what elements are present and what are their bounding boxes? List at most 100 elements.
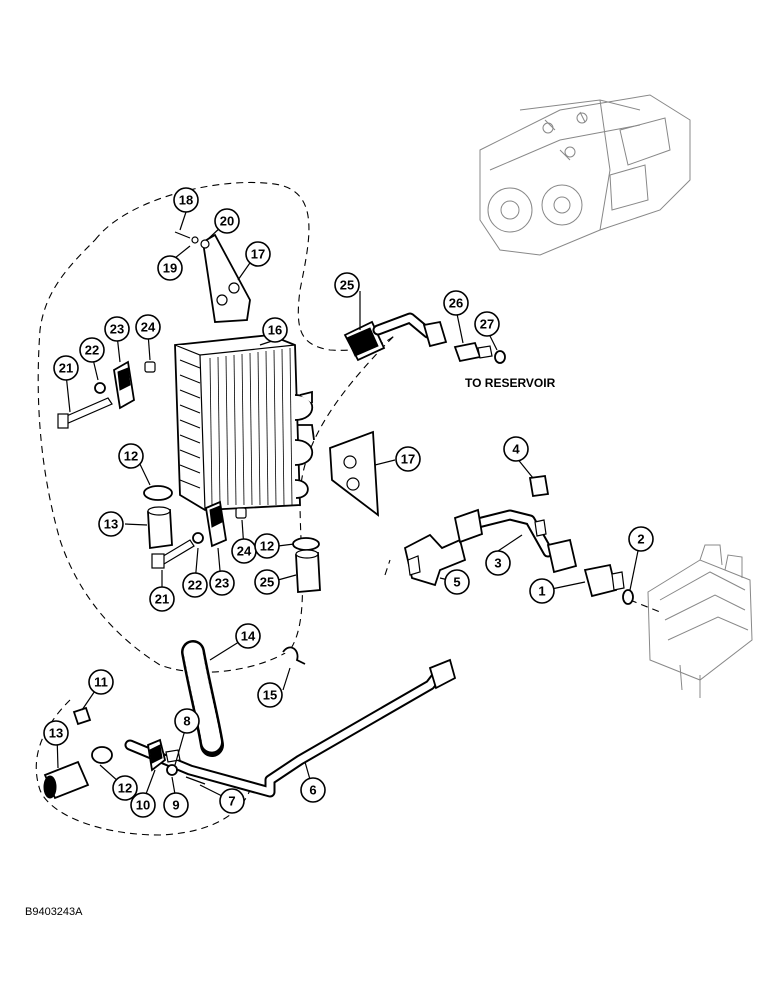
svg-text:19: 19 bbox=[163, 261, 177, 276]
washer bbox=[191, 236, 199, 244]
callout-1: 1 bbox=[529, 578, 555, 604]
mounting-bracket bbox=[202, 233, 251, 323]
assembly-boundary bbox=[37, 182, 396, 673]
callout-22: 22 bbox=[79, 337, 105, 363]
hose-texture bbox=[346, 327, 379, 357]
nut bbox=[428, 658, 457, 690]
svg-text:26: 26 bbox=[449, 296, 463, 311]
svg-text:17: 17 bbox=[401, 452, 415, 467]
hose-end bbox=[147, 506, 171, 516]
destination-label: TO RESERVOIR bbox=[465, 376, 556, 390]
svg-text:20: 20 bbox=[220, 214, 234, 229]
washer bbox=[94, 382, 106, 394]
hose-interior bbox=[183, 642, 222, 755]
clip bbox=[282, 646, 306, 665]
callout-6: 6 bbox=[300, 777, 326, 803]
svg-text:22: 22 bbox=[188, 578, 202, 593]
svg-text:12: 12 bbox=[118, 781, 132, 796]
callout-4: 4 bbox=[503, 436, 529, 462]
callout-19: 19 bbox=[157, 255, 183, 281]
hose bbox=[147, 509, 173, 550]
svg-text:25: 25 bbox=[340, 278, 354, 293]
clamp bbox=[143, 485, 173, 501]
leader-dashed-valve bbox=[629, 599, 661, 613]
nut bbox=[200, 239, 210, 249]
hydraulic-pump-ghost bbox=[479, 94, 691, 256]
bracket-hole bbox=[346, 477, 360, 491]
callout-10: 10 bbox=[130, 792, 156, 818]
mounting-bracket bbox=[329, 430, 380, 517]
leader-dashed-pump bbox=[384, 559, 391, 576]
callout-21b: 21 bbox=[149, 586, 175, 612]
lower-boundary bbox=[35, 699, 251, 836]
svg-text:21: 21 bbox=[59, 361, 73, 376]
svg-text:12: 12 bbox=[260, 539, 274, 554]
callout-3: 3 bbox=[485, 550, 511, 576]
clamp bbox=[292, 537, 320, 551]
svg-text:17: 17 bbox=[251, 247, 265, 262]
hose-end bbox=[43, 775, 57, 799]
spacer bbox=[235, 507, 247, 519]
figure-id: B9403243A bbox=[25, 906, 83, 918]
svg-text:4: 4 bbox=[512, 442, 520, 457]
fitting-thread bbox=[407, 555, 421, 576]
washer bbox=[192, 532, 204, 544]
nut bbox=[453, 508, 484, 544]
clamp-band bbox=[209, 505, 223, 528]
svg-text:14: 14 bbox=[241, 629, 256, 644]
callout-25b: 25 bbox=[254, 569, 280, 595]
callout-27: 27 bbox=[474, 311, 500, 337]
svg-text:16: 16 bbox=[268, 323, 282, 338]
clamp bbox=[91, 746, 113, 764]
clamp-band bbox=[149, 744, 163, 764]
fitting-thread bbox=[477, 345, 493, 359]
svg-text:21: 21 bbox=[155, 592, 169, 607]
callout-23b: 23 bbox=[209, 570, 235, 596]
control-valve-ghost bbox=[647, 544, 753, 698]
callout-24: 24 bbox=[135, 314, 161, 340]
callout-17b: 17 bbox=[395, 446, 421, 472]
callout-21: 21 bbox=[53, 355, 79, 381]
svg-text:10: 10 bbox=[136, 798, 150, 813]
callout-22b: 22 bbox=[182, 572, 208, 598]
svg-text:2: 2 bbox=[637, 532, 644, 547]
callout-18: 18 bbox=[173, 187, 199, 213]
svg-text:22: 22 bbox=[85, 343, 99, 358]
svg-text:12: 12 bbox=[124, 449, 138, 464]
callout-7: 7 bbox=[219, 788, 245, 814]
svg-text:24: 24 bbox=[237, 544, 252, 559]
callout-11: 11 bbox=[88, 669, 114, 695]
cap bbox=[528, 474, 550, 498]
callout-13a: 13 bbox=[98, 511, 124, 537]
oil-cooler bbox=[174, 334, 315, 511]
bolt bbox=[185, 776, 206, 785]
clamp-band bbox=[117, 367, 131, 391]
callout-25: 25 bbox=[334, 272, 360, 298]
callout-12b: 12 bbox=[254, 533, 280, 559]
washer bbox=[166, 764, 178, 776]
callout-23: 23 bbox=[104, 316, 130, 342]
callout-26: 26 bbox=[443, 290, 469, 316]
nut bbox=[546, 538, 578, 574]
callout-12c: 12 bbox=[112, 775, 138, 801]
svg-text:15: 15 bbox=[263, 688, 277, 703]
callout-17: 17 bbox=[245, 241, 271, 267]
leader-lines bbox=[56, 211, 641, 803]
callout-16: 16 bbox=[262, 317, 288, 343]
fitting-thread bbox=[534, 519, 547, 537]
svg-text:9: 9 bbox=[172, 798, 179, 813]
svg-text:7: 7 bbox=[228, 794, 235, 809]
callout-15: 15 bbox=[257, 682, 283, 708]
nut bbox=[72, 706, 92, 726]
tube-interior bbox=[374, 314, 432, 337]
callout-8: 8 bbox=[174, 708, 200, 734]
svg-text:23: 23 bbox=[215, 576, 229, 591]
fitting-thread bbox=[611, 571, 625, 591]
bolt-head bbox=[151, 553, 165, 569]
svg-text:11: 11 bbox=[94, 675, 108, 690]
hose-end bbox=[295, 549, 319, 559]
nut bbox=[422, 320, 448, 348]
adapter-fitting bbox=[583, 563, 618, 598]
callout-5: 5 bbox=[444, 569, 470, 595]
